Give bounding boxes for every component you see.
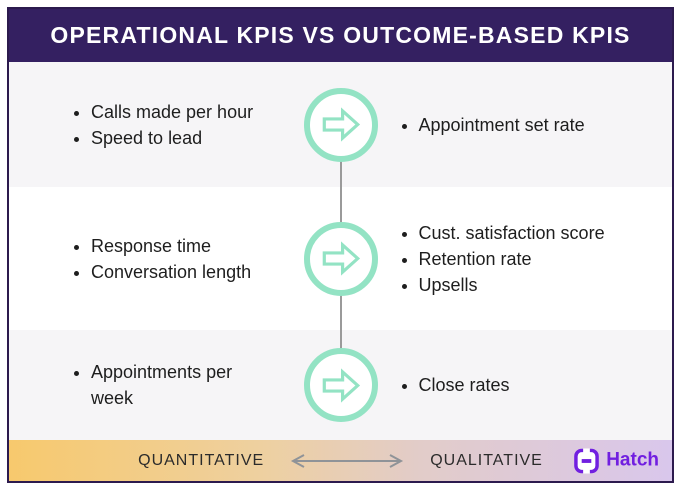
kpi-item: Appointment set rate [419, 112, 673, 138]
kpi-item: Close rates [419, 372, 673, 398]
circle-cell-2 [299, 221, 383, 296]
title-bar: OPERATIONAL KPIS VS OUTCOME-BASED KPIS [9, 9, 672, 62]
arrow-right-icon [303, 221, 378, 296]
comparison-row-3: Appointments per week Close rates [9, 330, 672, 440]
comparison-rows: Calls made per hour Speed to lead Appoin… [9, 62, 672, 440]
arrow-right-icon [303, 87, 378, 162]
double-headed-arrow-icon [288, 453, 406, 469]
infographic-board: OPERATIONAL KPIS VS OUTCOME-BASED KPIS C… [7, 7, 674, 483]
operational-kpi-list-1: Calls made per hour Speed to lead [69, 99, 299, 151]
outcome-kpi-list-1: Appointment set rate [397, 112, 673, 138]
kpi-item: Appointments per week [91, 359, 246, 411]
kpi-item: Calls made per hour [91, 99, 299, 125]
outcome-kpi-list-3: Close rates [397, 372, 673, 398]
circle-cell-3 [299, 348, 383, 422]
kpi-item: Retention rate [419, 246, 673, 272]
outcome-kpi-list-2: Cust. satisfaction score Retention rate … [397, 220, 673, 298]
kpi-item: Response time [91, 233, 299, 259]
kpi-item: Conversation length [91, 259, 299, 285]
axis-footer: QUANTITATIVE QUALITATIVE [9, 440, 672, 481]
qualitative-label: QUALITATIVE [430, 451, 543, 469]
kpi-item: Speed to lead [91, 125, 299, 151]
operational-kpi-list-3: Appointments per week [69, 359, 299, 411]
circle-cell-1 [299, 87, 383, 162]
hatch-logo-icon [574, 448, 600, 473]
kpi-item: Upsells [419, 272, 673, 298]
brand-name: Hatch [606, 449, 659, 471]
arrow-right-icon [303, 348, 378, 422]
operational-kpi-list-2: Response time Conversation length [69, 233, 299, 285]
kpi-item: Cust. satisfaction score [419, 220, 673, 246]
quantitative-label: QUANTITATIVE [138, 451, 265, 469]
page-title: OPERATIONAL KPIS VS OUTCOME-BASED KPIS [50, 22, 631, 48]
brand-lockup: Hatch [574, 448, 659, 473]
